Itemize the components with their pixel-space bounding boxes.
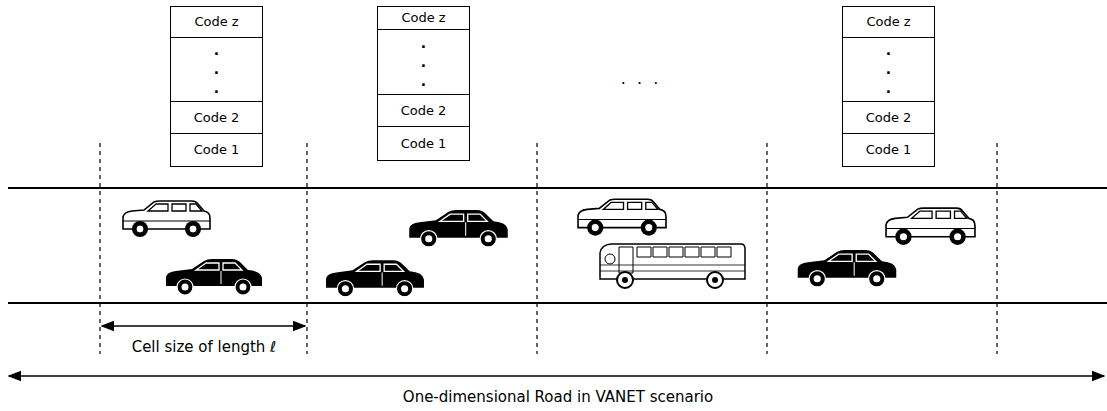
code-box: Code z [170,6,263,38]
code-box: Code 1 [377,126,470,161]
code-label: Code z [401,10,445,26]
ellipsis-box: . . . [842,37,935,102]
code-label: Code 1 [401,136,447,152]
code-box: Code z [842,6,935,38]
code-label: Code 2 [866,110,912,126]
code-label: Code 1 [194,142,240,158]
road-edge [8,188,1107,303]
ellipsis-box: . . . [170,37,263,102]
cell-size-arrow [102,325,305,327]
road-length-arrow [9,375,1104,377]
vehicle [123,199,975,297]
ellipsis-label: . . . [619,69,663,88]
code-box: Code z [377,6,470,30]
code-box: Code 1 [170,133,263,167]
code-label: Code 1 [866,142,912,158]
code-box: Code 2 [170,101,263,134]
code-label: Code 2 [401,103,447,119]
cell-boundary [100,143,997,354]
ellipsis-box: . . . [377,29,470,95]
code-label: Code 2 [194,110,240,126]
ellipsis-text: . . . [419,34,429,91]
code-box: Code 2 [842,101,935,134]
code-label: Code z [194,14,238,30]
ellipsis-text: . . . [884,41,894,98]
ellipsis-text: . . . [212,41,222,98]
code-box: Code 1 [842,133,935,167]
code-box: Code 2 [377,94,470,127]
dimension-label: Cell size of length ℓ [130,338,279,356]
road-caption: One-dimensional Road in VANET scenario [401,388,715,406]
code-label: Code z [866,14,910,30]
